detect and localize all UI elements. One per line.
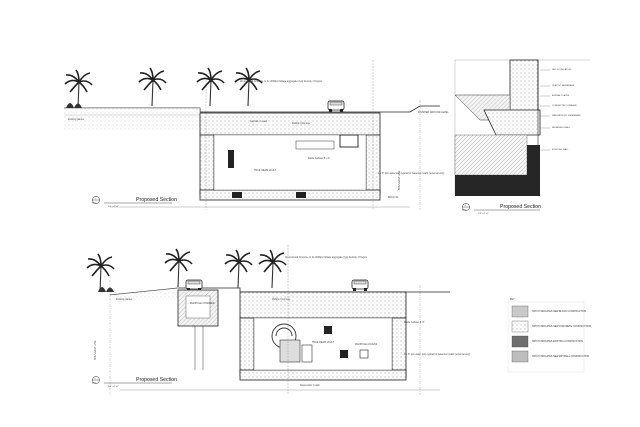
detail-label-a: PAD FOUNDATION [552, 68, 572, 71]
radio-cabinet-label: Radio Cabinet 8'-6" [404, 321, 425, 324]
section-title: Proposed Section [136, 197, 177, 203]
radio-cabinet-label: Radio Cabinet 8' x 6' [308, 157, 330, 160]
boundary-label: BOUNDARY LINE [94, 340, 97, 360]
vault-floor [239, 369, 407, 381]
key-swatch [511, 350, 529, 363]
vault-interior [213, 134, 367, 191]
key-item-label: HATCH INDICATES NEW DRYWALL CONSTRUCTION [532, 355, 589, 358]
vault-interior [253, 317, 393, 371]
car-icon [185, 279, 203, 292]
key-item: HATCH INDICATES NEW CONCRETE CONSTRUCTIO… [511, 320, 591, 333]
vault-wall-left [239, 317, 255, 377]
section-number: 2 [95, 378, 97, 380]
boundary-label: BOUNDARY LINE [398, 170, 401, 190]
walk-label: BM-9 FFL [388, 196, 399, 199]
detail-label-e: WATERPROOF MEMBRANE [552, 114, 581, 117]
key-item: HATCH INDICATES NEW DRYWALL CONSTRUCTION [511, 350, 589, 363]
section-sheet: A4.1 [462, 209, 467, 212]
depression-label: Depression in slab [300, 384, 320, 387]
section-scale: 1/4" = 1'-0" [108, 206, 119, 208]
section-title: Proposed Section [136, 377, 177, 383]
key-item-label: HATCH INDICATES NEW BLOCK CONSTRUCTION [532, 310, 586, 313]
section-scale: 1/2" = 1'-0" [478, 213, 489, 215]
vault-slab [239, 291, 407, 319]
section-number: 1 [95, 198, 97, 200]
vault-wall-left [199, 134, 215, 196]
rubble-label: Rubble Concrete [272, 298, 291, 301]
key-swatch [511, 305, 529, 318]
key-item: HATCH INDICATES EXISTING CONSTRUCTION [511, 335, 583, 348]
section-number: 3 [465, 205, 467, 207]
section-sheet: A4.1 [92, 202, 97, 205]
palm-tree-icon [138, 67, 167, 107]
herringbone-fill [454, 134, 528, 176]
existing-planter-label: Existing planter [68, 118, 85, 121]
section-title: Proposed Section [500, 204, 541, 210]
car-icon [327, 100, 345, 113]
manhole-access-label: MANHOLE ACCESS [355, 343, 378, 346]
shrub-icon [66, 103, 82, 108]
car-icon [351, 279, 369, 292]
asphalt-label: Asphalt on sand [250, 120, 268, 123]
palm-tree-icon [224, 249, 253, 289]
key-title: KEY [510, 299, 515, 301]
key-item-label: HATCH INDICATES EXISTING CONSTRUCTION [532, 340, 583, 343]
spiral-stair-icon [271, 323, 297, 349]
existing-planter-label: Existing planter [116, 298, 133, 301]
slab-note: All structural Concrete to be 4000psi fo… [285, 256, 368, 259]
key-item-label: HATCH INDICATES NEW CONCRETE CONSTRUCTIO… [532, 325, 591, 328]
vault-floor [199, 189, 381, 201]
section-sheet: A4.1 [92, 382, 97, 385]
trench-note: 4"x 8" plm water stop typical for baseme… [404, 353, 470, 356]
detail-label-c: ASPHALT LAYER [552, 94, 570, 97]
detail-label-b: PLASTIC MEMBRANE [552, 84, 575, 87]
vault-slab [199, 112, 381, 136]
manhole-label: MANHOLE CHAMBER [190, 302, 215, 305]
proposed-section-1: TRUE REAM VAULT Radio Cabinet 8' x 6' Al… [64, 60, 449, 210]
vault-label: TRUE REAM VAULT [254, 169, 277, 172]
proposed-section-detail-3: PAD FOUNDATION PLASTIC MEMBRANE ASPHALT … [454, 59, 590, 215]
detail-label-g: EXISTING WALL [552, 148, 569, 151]
key-swatch [511, 335, 529, 348]
key-item: HATCH INDICATES NEW BLOCK CONSTRUCTION [511, 305, 586, 318]
palm-tree-icon [234, 67, 263, 107]
rubble-label: Rubble Concrete [292, 122, 311, 125]
trench-note: 4"x 8" plm water stop typical for baseme… [378, 172, 444, 175]
soil-bank [64, 108, 200, 130]
detail-label-f: RETAINING WALL [552, 126, 571, 129]
slab-note: All structural Concrete to be 4000psi fo… [240, 80, 323, 83]
proposed-section-2: MANHOLE CHAMBER TRUE REAM VAULT MANHOLE … [86, 245, 470, 395]
detail-label-d: COMPACTED SUBBASE [552, 104, 577, 107]
section-scale: 1/4" = 1'-0" [108, 386, 119, 388]
palm-tree-icon [258, 249, 287, 289]
palm-tree-icon [64, 69, 93, 109]
palm-tree-icon [196, 67, 225, 107]
vault-label: TRUE REAM VAULT [312, 341, 335, 344]
hatch-key-legend: KEY HATCH INDICATES NEW BLOCK CONSTRUCTI… [507, 299, 591, 373]
key-swatch [511, 320, 529, 333]
footing [483, 109, 541, 136]
vault-wall-right [391, 317, 407, 377]
existing-block [455, 145, 540, 196]
finish-level-label: FINISHED GROUND LEVEL [418, 111, 449, 114]
